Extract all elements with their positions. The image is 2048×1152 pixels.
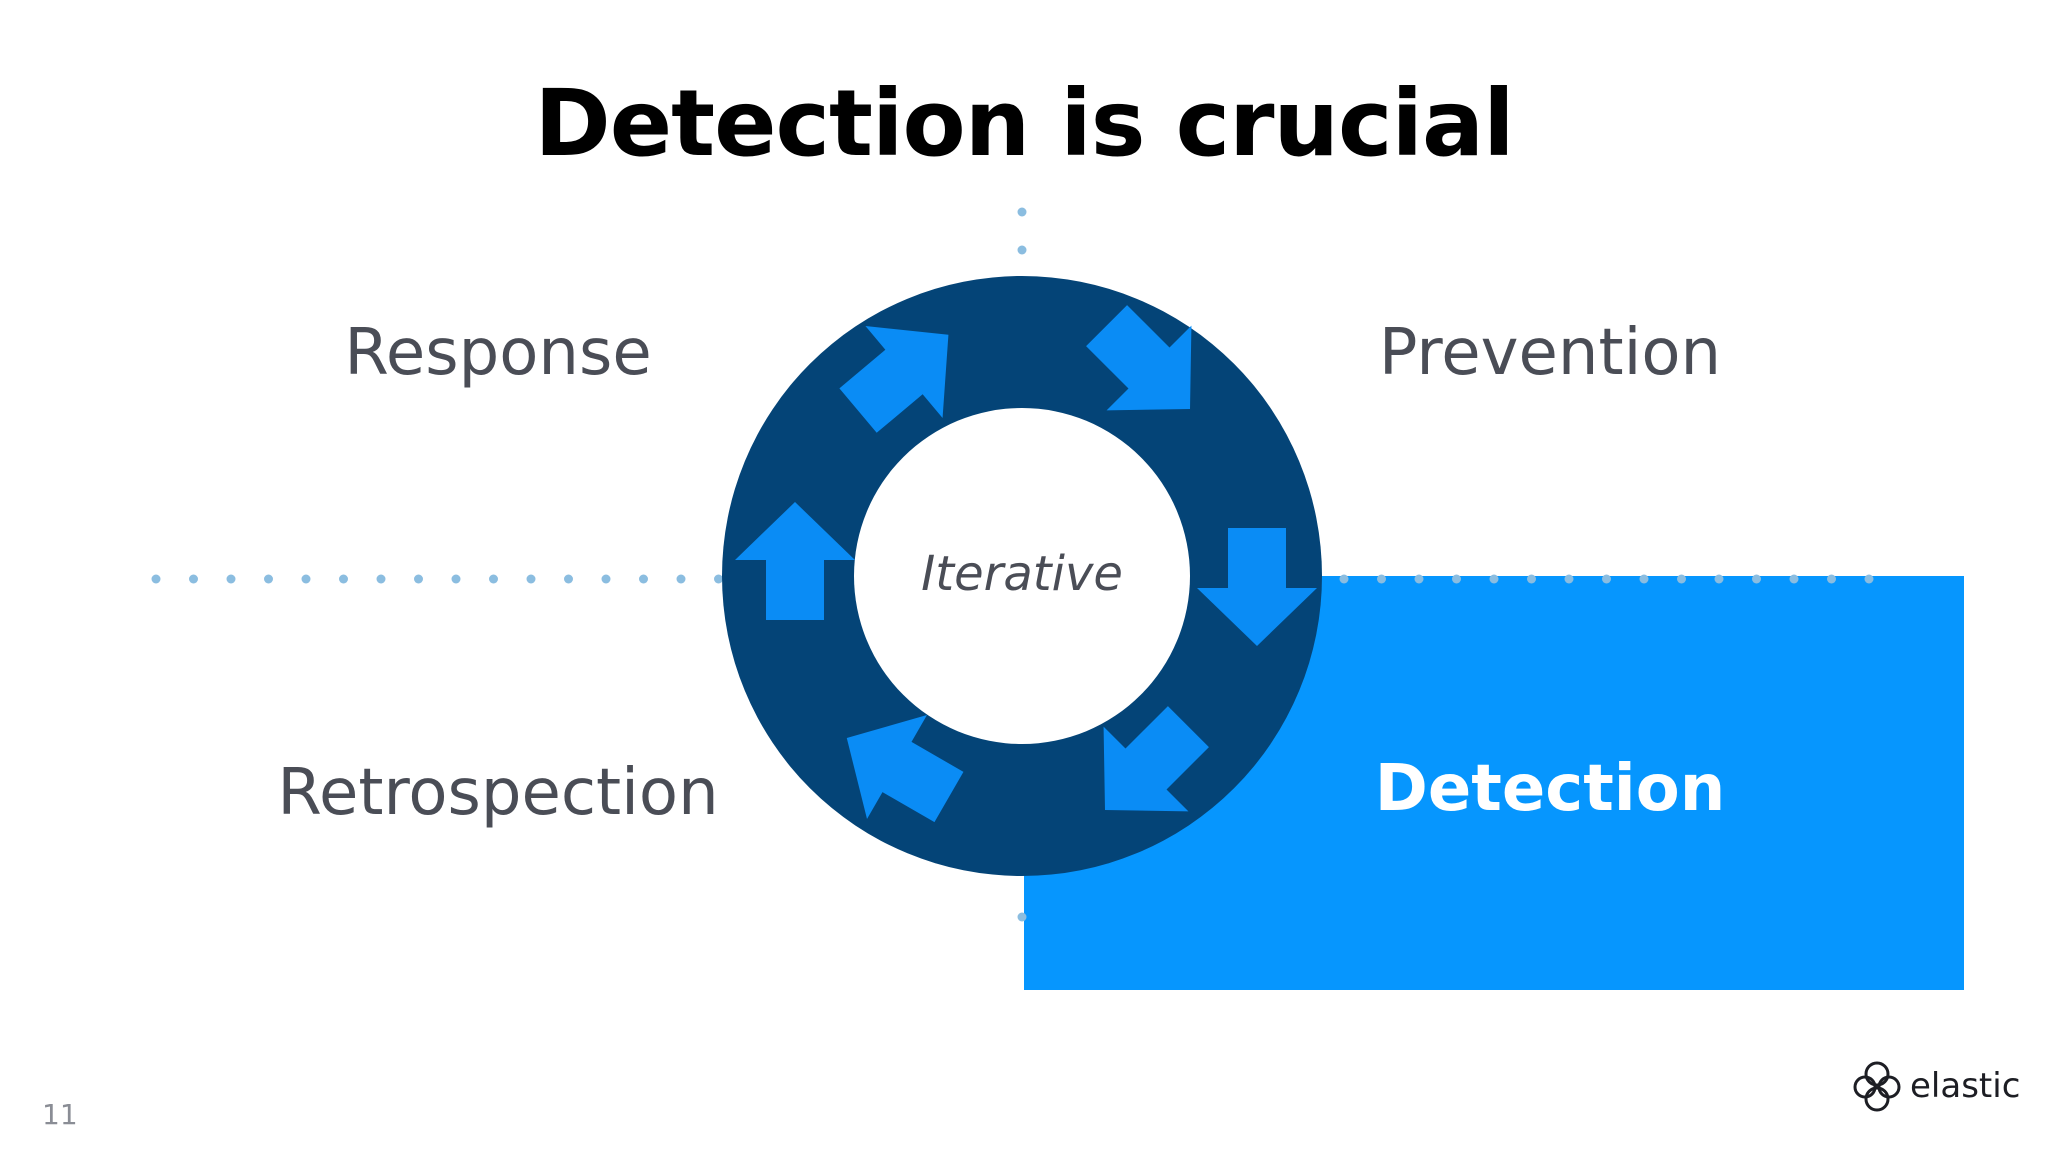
divider-dot	[489, 574, 498, 584]
arrow-right-down-icon	[1197, 528, 1317, 646]
cycle-ring-center	[854, 408, 1190, 744]
arrow-top-right-icon	[1086, 305, 1192, 411]
divider-dot	[414, 574, 423, 584]
quadrant-label-retrospection: Retrospection	[277, 756, 719, 830]
divider-dot	[1789, 574, 1799, 584]
page-number: 11	[42, 1098, 78, 1131]
divider-dot	[1752, 574, 1761, 584]
divider-dot	[189, 574, 198, 584]
divider-dot	[451, 574, 461, 584]
cycle-center-label: Iterative	[921, 546, 1123, 602]
divider-dot	[1864, 574, 1874, 584]
arrow-top-left-icon	[839, 326, 949, 433]
divider-dot	[601, 574, 611, 584]
divider-dot	[1602, 574, 1611, 584]
divider-dot	[264, 574, 273, 584]
divider-dot	[1714, 574, 1724, 584]
divider-dot	[1827, 574, 1836, 584]
elastic-cluster-icon	[1853, 1061, 1901, 1112]
dotted-divider-lines	[151, 207, 1874, 922]
quadrant-label-prevention: Prevention	[1378, 316, 1722, 390]
divider-dot	[1339, 574, 1349, 584]
quadrant-label-detection: Detection	[1374, 752, 1726, 826]
dotted-line-left	[151, 574, 723, 584]
elastic-logo-text: elastic	[1910, 1066, 2021, 1106]
divider-dot	[639, 574, 648, 584]
divider-dot	[1452, 574, 1461, 584]
divider-dot	[1639, 574, 1649, 584]
dotted-line-top	[1017, 207, 1027, 255]
divider-dot	[676, 574, 686, 584]
divider-dot	[1677, 574, 1686, 584]
cycle-arrows	[735, 305, 1317, 823]
divider-dot	[1414, 574, 1424, 584]
quadrant-label-response: Response	[344, 316, 652, 390]
divider-dot	[526, 574, 536, 584]
divider-dot	[1527, 574, 1536, 584]
divider-dot	[1017, 245, 1027, 255]
divider-dot	[1564, 574, 1574, 584]
divider-dot	[376, 574, 386, 584]
divider-dot	[714, 574, 723, 584]
slide-title: Detection is crucial	[534, 70, 1514, 177]
dotted-line-bottom	[1017, 912, 1027, 922]
arrow-bottom-right-icon	[1103, 706, 1209, 812]
elastic-logo: elastic	[1850, 1058, 2020, 1114]
divider-dot	[1017, 207, 1027, 217]
divider-dot	[301, 574, 311, 584]
arrow-bottom-left-icon	[846, 715, 964, 823]
divider-dot	[226, 574, 236, 584]
divider-dot	[1377, 574, 1386, 584]
divider-dot	[339, 574, 348, 584]
arrow-left-up-icon	[735, 502, 855, 620]
dotted-line-right	[1339, 574, 1874, 584]
divider-dot	[1489, 574, 1499, 584]
divider-dot	[151, 574, 161, 584]
divider-dot	[564, 574, 573, 584]
divider-dot	[1017, 912, 1027, 922]
